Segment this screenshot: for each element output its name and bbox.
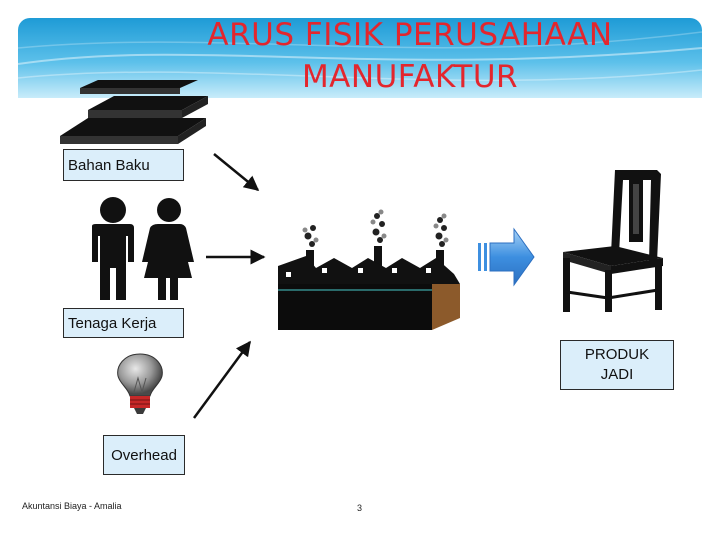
lightbulb-icon: [117, 353, 163, 414]
produk-jadi-label: PRODUK JADI: [560, 340, 674, 390]
produk-jadi-line1: PRODUK: [584, 346, 650, 363]
overhead-text: Overhead: [111, 446, 177, 464]
produk-jadi-line2: JADI: [600, 366, 634, 383]
title-line-2: MANUFAKTUR: [301, 59, 519, 95]
arrow-overhead: [192, 340, 252, 419]
title-line-1: ARUS FISIK PERUSAHAAN: [207, 17, 613, 53]
footer-author: Akuntansi Biaya - Amalia: [22, 501, 122, 511]
bahan-baku-text: Bahan Baku: [68, 156, 150, 174]
factory-icon: [278, 209, 460, 330]
block-arrow-icon: [478, 227, 535, 287]
overhead-label: Overhead: [103, 435, 185, 475]
arrow-bahan-baku: [213, 153, 260, 191]
chair-icon: [563, 170, 663, 312]
bahan-baku-label: Bahan Baku: [63, 149, 184, 181]
man-woman-icon: [92, 197, 194, 300]
page-title: ARUS FISIK PERUSAHAAN MANUFAKTUR: [180, 14, 640, 98]
footer-page-number: 3: [357, 503, 363, 513]
tenaga-kerja-label: Tenaga Kerja: [63, 308, 184, 338]
stacked-boards-icon: [60, 80, 208, 144]
tenaga-kerja-text: Tenaga Kerja: [68, 314, 157, 332]
